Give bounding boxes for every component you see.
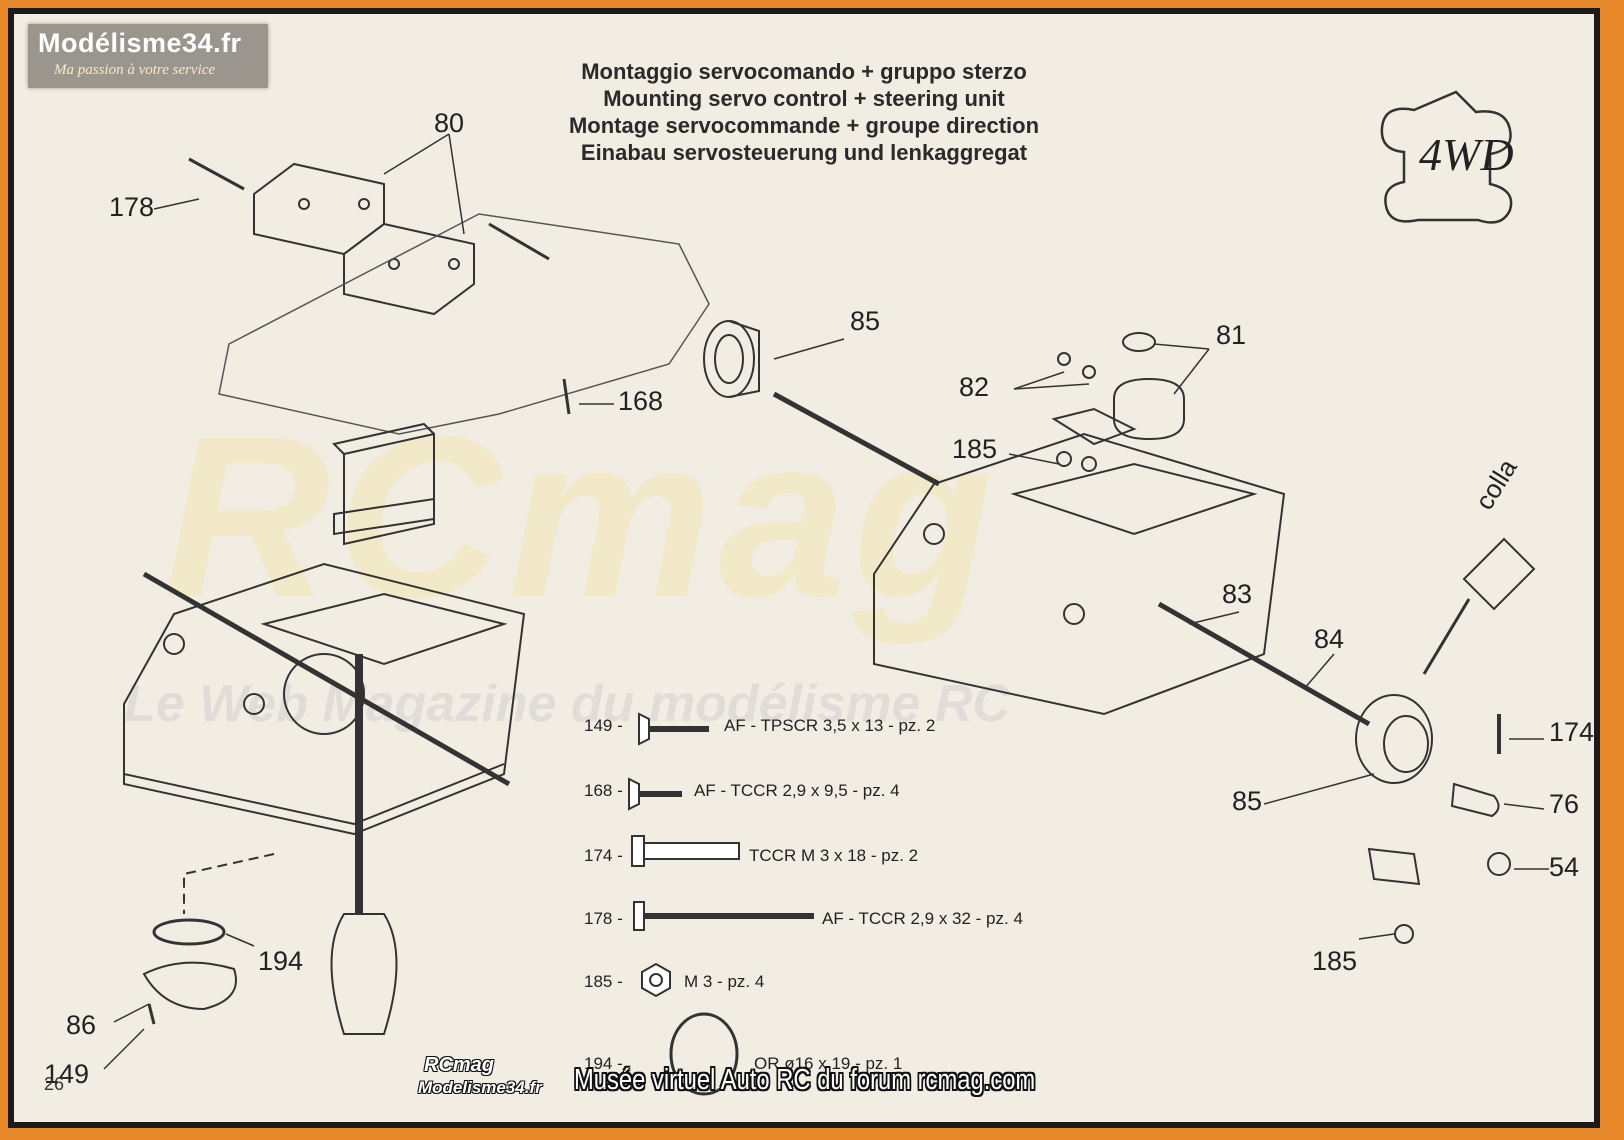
callout-86: 86 bbox=[66, 1010, 97, 1040]
footer-logo-modelisme: Modelisme34.fr bbox=[418, 1078, 542, 1097]
site-name: Modélisme34.fr bbox=[38, 28, 242, 58]
servo-brackets bbox=[253, 162, 475, 316]
callout-185-top: 185 bbox=[952, 434, 998, 464]
callout-80: 80 bbox=[434, 108, 465, 138]
screw-149 bbox=[147, 1003, 156, 1025]
hw-194-code: 194 - bbox=[584, 1054, 623, 1073]
ball-link-76 bbox=[1450, 782, 1500, 818]
callout-185-bottom: 185 bbox=[1312, 946, 1358, 976]
callout-149: 149 bbox=[44, 1059, 90, 1089]
hw-185-code: 185 - bbox=[584, 972, 623, 991]
bushing-85-top bbox=[703, 320, 760, 398]
callout-76: 76 bbox=[1549, 789, 1580, 819]
servo-plate bbox=[218, 213, 710, 435]
screw-178-b bbox=[488, 222, 550, 261]
callout-83: 83 bbox=[1222, 579, 1253, 609]
hw-178-code: 178 - bbox=[584, 909, 623, 928]
steering-box-right bbox=[873, 432, 1286, 716]
handle-tool bbox=[330, 654, 398, 1035]
hw-174-code: 174 - bbox=[584, 846, 623, 865]
hw-168-desc: AF - TCCR 2,9 x 9,5 - pz. 4 bbox=[694, 781, 900, 800]
o-ring-194 bbox=[152, 918, 226, 946]
servo-horn-block bbox=[1367, 847, 1421, 886]
callout-84: 84 bbox=[1314, 624, 1345, 654]
hw-149-desc: AF - TPSCR 3,5 x 13 - pz. 2 bbox=[724, 716, 936, 735]
nut-185 bbox=[1394, 924, 1414, 944]
watermark-tagline: Le Web Magazine du modélisme RC bbox=[124, 675, 1011, 733]
callout-85-bottom: 85 bbox=[1232, 786, 1263, 816]
hw-174-desc: TCCR M 3 x 18 - pz. 2 bbox=[749, 846, 919, 865]
glue-tube bbox=[1422, 537, 1536, 675]
scanned-page: RCmag Le Web Magazine du modélisme RC 4W… bbox=[8, 8, 1600, 1128]
svg-text:4WD: 4WD bbox=[1419, 129, 1514, 180]
exploded-diagram: 4WD bbox=[103, 90, 1549, 1096]
callout-194: 194 bbox=[258, 946, 304, 976]
hw-194-desc: OR ø16 x 19 - pz. 1 bbox=[754, 1054, 903, 1073]
footer-caption: Musée virtuel Auto RC du forum rcmag.com bbox=[574, 1064, 1036, 1096]
title-it: Montaggio servocomando + gruppo sterzo bbox=[581, 59, 1027, 84]
screw-168 bbox=[562, 378, 571, 415]
tie-rod-84 bbox=[1157, 601, 1371, 727]
screw-178-a bbox=[188, 157, 245, 191]
servo-saver-parts bbox=[1051, 332, 1185, 472]
title-fr: Montage servocommande + groupe direction bbox=[568, 113, 1040, 138]
page-titles: Montaggio servocomando + gruppo sterzo M… bbox=[434, 58, 1174, 166]
hw-185-desc: M 3 - pz. 4 bbox=[684, 972, 765, 991]
leader-lines bbox=[103, 133, 1549, 1070]
hw-178-desc: AF - TCCR 2,9 x 32 - pz. 4 bbox=[822, 909, 1023, 928]
bushing-85-bottom bbox=[1355, 694, 1433, 784]
callout-85-top: 85 bbox=[850, 306, 881, 336]
ball-54 bbox=[1487, 852, 1511, 876]
callout-174: 174 bbox=[1549, 717, 1595, 747]
callout-168: 168 bbox=[618, 386, 664, 416]
callout-178: 178 bbox=[109, 192, 155, 222]
servo bbox=[332, 422, 435, 546]
logo-4wd: 4WD bbox=[1380, 90, 1514, 224]
steering-rod-left bbox=[142, 571, 511, 787]
footer-logo-rcmag: RCmag bbox=[424, 1054, 495, 1076]
hardware-icons bbox=[628, 712, 814, 1096]
site-tagline: Ma passion à votre service bbox=[54, 62, 216, 78]
flange-86 bbox=[142, 961, 237, 1011]
callout-81: 81 bbox=[1216, 320, 1247, 350]
callout-82: 82 bbox=[959, 372, 990, 402]
watermark-rcmag: RCmag bbox=[164, 388, 1000, 645]
hw-168-code: 168 - bbox=[584, 781, 623, 800]
steering-box-left bbox=[123, 562, 526, 836]
page-number: 26 bbox=[44, 1074, 65, 1094]
callout-54: 54 bbox=[1549, 852, 1580, 882]
hw-149-code: 149 - bbox=[584, 716, 623, 735]
site-badge: Modélisme34.fr Ma passion à votre servic… bbox=[28, 24, 268, 88]
tie-rod-top bbox=[772, 391, 941, 487]
title-de: Einabau servosteuerung und lenkaggregat bbox=[580, 140, 1028, 165]
dashed-guide bbox=[183, 853, 275, 914]
title-en: Mounting servo control + steering unit bbox=[603, 86, 1005, 111]
